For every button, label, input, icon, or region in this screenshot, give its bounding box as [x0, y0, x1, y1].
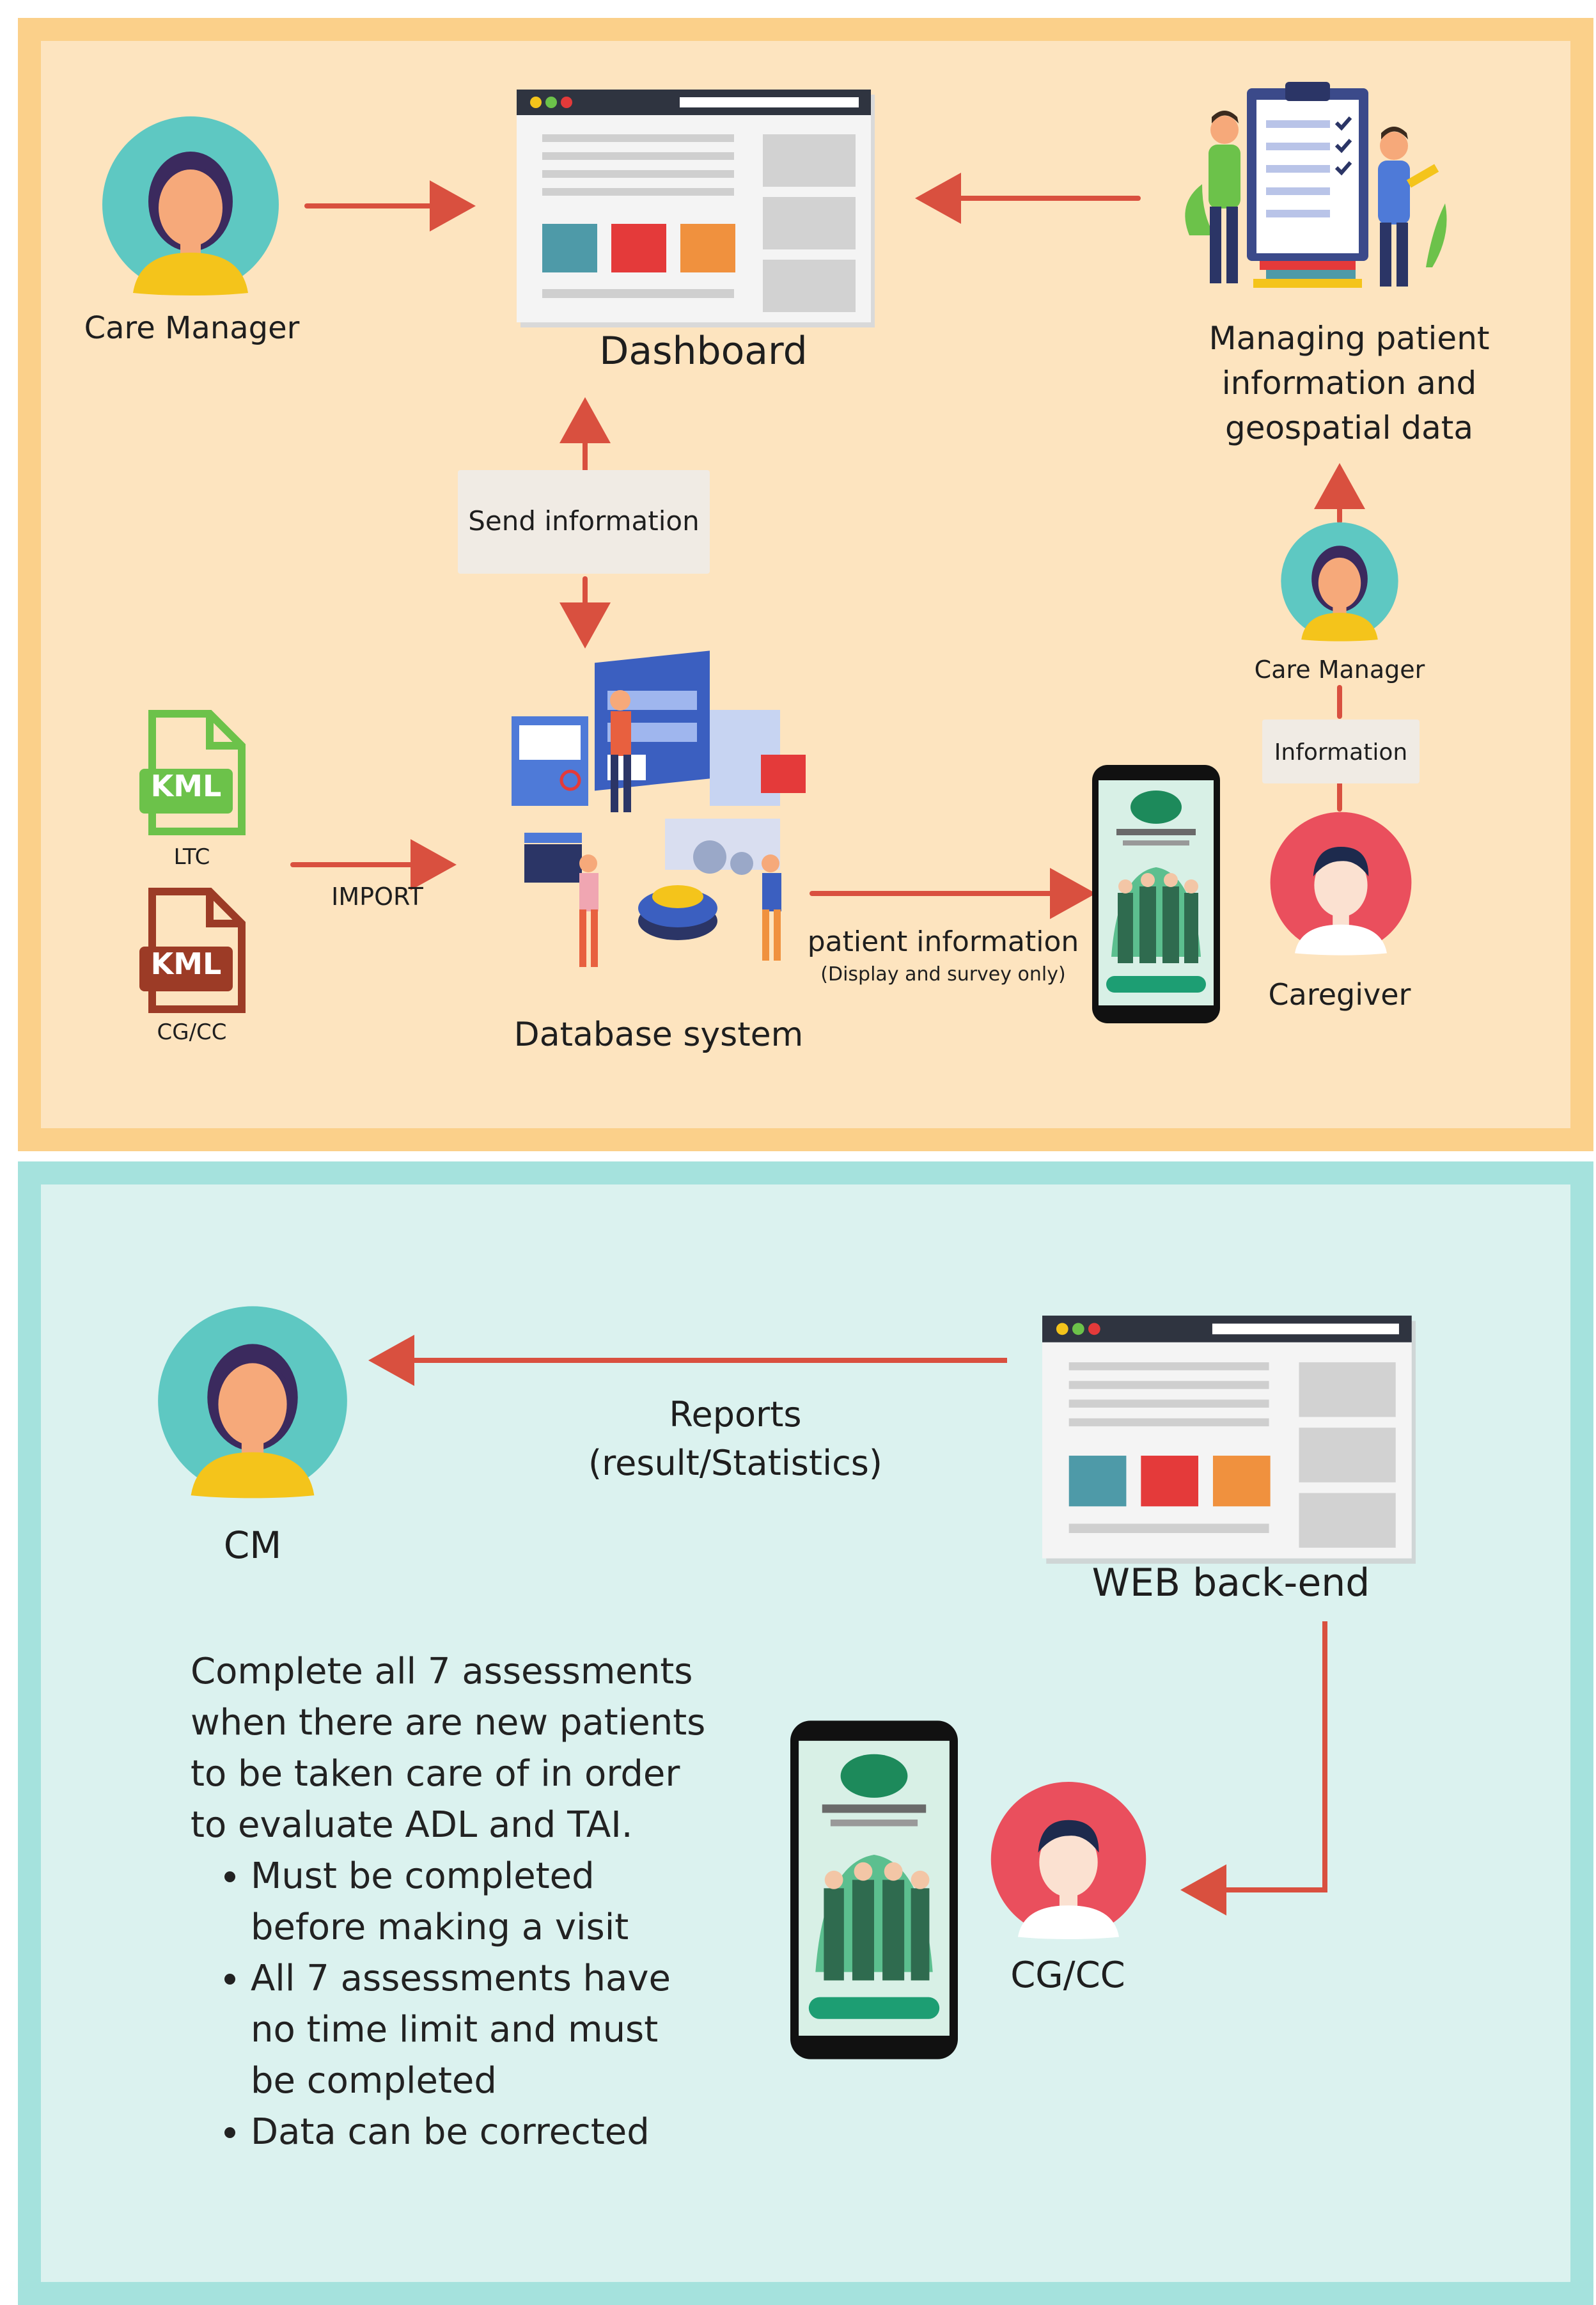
- notes-bullet-2: All 7 assessments have no time limit and…: [251, 1953, 740, 2107]
- cm-avatar: [158, 1306, 347, 1499]
- care-manager-small-avatar: [1281, 522, 1398, 641]
- dashboard-window-icon: [517, 90, 875, 327]
- database-label: Database system: [513, 1016, 804, 1054]
- web-backend-window-icon: [1042, 1316, 1416, 1564]
- kml-ltc-icon-text: KML: [150, 769, 222, 803]
- kml-ltc-label: LTC: [173, 844, 210, 870]
- caregiver-avatar: [1270, 812, 1412, 956]
- information-label: Information: [1274, 739, 1408, 766]
- notes-intro-line-2: when there are new patients: [191, 1702, 706, 1743]
- managing-label-line-3: geospatial data: [1224, 409, 1474, 446]
- import-label: IMPORT: [331, 883, 423, 911]
- patient-info-label: patient information: [807, 925, 1079, 958]
- cm-label: CM: [223, 1523, 282, 1567]
- kml-cgcc-icon-text: KML: [150, 947, 222, 981]
- notes-bullet-3-line-1: Data can be corrected: [251, 2111, 650, 2153]
- notes-bullet-1: Must be completed before making a visit: [251, 1851, 740, 1953]
- send-information-box: [458, 470, 710, 574]
- care-manager-avatar: [102, 116, 279, 295]
- reports-label-line-2: (result/Statistics): [588, 1443, 882, 1483]
- caregiver-label: Caregiver: [1268, 977, 1411, 1012]
- notes-bullet-3: Data can be corrected: [251, 2107, 740, 2158]
- kml-cgcc-label: CG/CC: [157, 1019, 227, 1045]
- notes-intro-line-3: to be taken care of in order: [191, 1753, 680, 1795]
- phone-app-icon-bottom: [790, 1720, 958, 2059]
- managing-illustration-icon: [1185, 82, 1447, 288]
- database-system-illustration-icon: [512, 650, 806, 967]
- care-manager-small-label: Care Manager: [1254, 656, 1425, 684]
- managing-label-line-2: information and: [1221, 365, 1477, 402]
- information-box: [1262, 720, 1420, 783]
- patient-info-sub-label: (Display and survey only): [820, 963, 1066, 986]
- cgcc-avatar: [990, 1781, 1146, 1939]
- notes-intro-line-1: Complete all 7 assessments: [191, 1651, 693, 1692]
- phone-app-icon-top: [1092, 765, 1220, 1023]
- reports-label-line-1: Reports: [669, 1394, 802, 1435]
- notes-bullet-2-line-1: All 7 assessments have: [251, 1958, 671, 1999]
- notes-bullet-list: Must be completed before making a visit …: [191, 1851, 740, 2158]
- notes-intro-line-4: to evaluate ADL and TAI.: [191, 1804, 633, 1846]
- kml-file-icon-cgcc: [139, 888, 246, 1013]
- notes-bullet-1-line-1: Must be completed: [251, 1855, 595, 1897]
- notes-bullet-2-line-2: no time limit and must: [251, 2009, 659, 2050]
- managing-label-line-1: Managing patient: [1209, 320, 1490, 357]
- kml-file-icon-ltc: [139, 710, 246, 835]
- assessment-notes: Complete all 7 assessments when there ar…: [191, 1646, 740, 2158]
- care-manager-label: Care Manager: [84, 310, 300, 346]
- cgcc-label: CG/CC: [1010, 1955, 1125, 1996]
- dashboard-label: Dashboard: [599, 329, 808, 374]
- notes-bullet-2-line-3: be completed: [251, 2060, 497, 2102]
- send-information-label: Send information: [468, 505, 700, 537]
- notes-bullet-1-line-2: before making a visit: [251, 1907, 629, 1948]
- web-backend-label: WEB back-end: [1091, 1561, 1370, 1605]
- arrow-web-to-cgcc-line: [1180, 1621, 1327, 1916]
